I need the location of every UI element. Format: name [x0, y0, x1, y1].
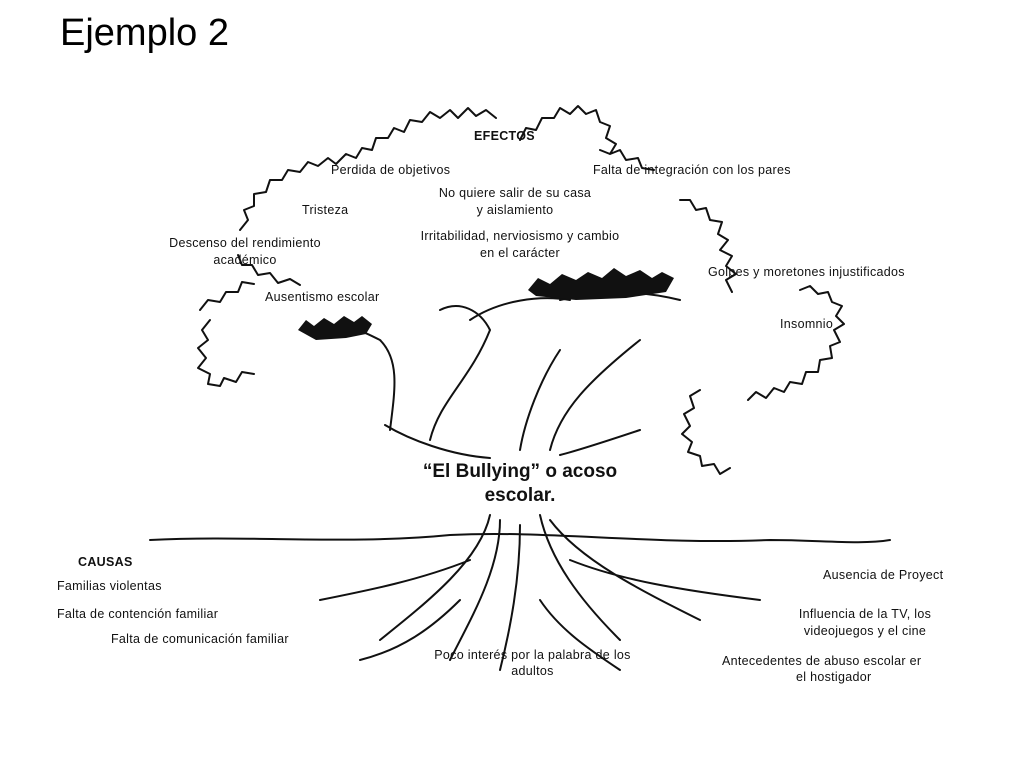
effect-label: Falta de integración con los pares [593, 163, 791, 177]
effect-label: Insomnio [780, 317, 834, 331]
effect-label: Ausentismo escolar [265, 290, 380, 304]
effect-label: en el carácter [480, 246, 560, 260]
cause-label: Falta de contención familiar [57, 607, 219, 621]
cause-label: Poco interés por la palabra de los [434, 648, 631, 662]
effect-label: Perdida de objetivos [331, 163, 451, 177]
effect-label: Tristeza [302, 203, 349, 217]
tree-crown-outline [197, 105, 845, 475]
effect-label: No quiere salir de su casa [438, 186, 592, 200]
cause-label: adultos [511, 664, 554, 678]
causes-heading: CAUSAS [78, 555, 133, 569]
diagram-title-line1: “El Bullying” o acoso [422, 461, 618, 482]
tree-trunk [319, 291, 681, 459]
ground-line [149, 532, 891, 544]
cause-label: Antecedentes de abuso escolar er [722, 654, 922, 668]
effects-heading: EFECTOS [474, 129, 535, 143]
diagram-title: “El Bullying” o acoso escolar. [380, 460, 660, 508]
cause-label: el hostigador [796, 670, 872, 684]
diagram-title-line2: escolar. [484, 485, 556, 506]
slide-title: Ejemplo 2 [60, 12, 229, 54]
effect-label: Golpes y moretones injustificados [708, 265, 905, 279]
dark-foliage-right [528, 268, 674, 300]
cause-label: videojuegos y el cine [803, 624, 927, 638]
cause-label: Ausencia de Proyect [823, 568, 944, 582]
cause-label: Falta de comunicación familiar [111, 632, 289, 646]
cause-label: Influencia de la TV, los [798, 607, 932, 621]
effect-label: académico [213, 253, 277, 267]
cause-label: Familias violentas [57, 579, 162, 593]
effect-label: Descenso del rendimiento [169, 236, 321, 250]
dark-foliage-left [298, 316, 372, 340]
effect-label: Irritabilidad, nerviosismo y cambio [420, 229, 620, 243]
effect-label: y aislamiento [476, 203, 554, 217]
tree-roots [319, 514, 761, 671]
